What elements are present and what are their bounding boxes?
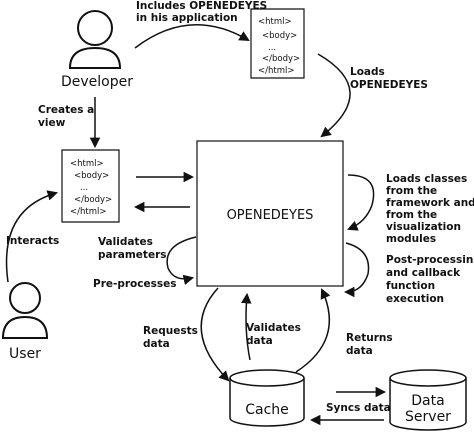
svg-text:...: ... (268, 43, 276, 53)
cache-label: Cache (245, 402, 289, 418)
data-server-store (389, 369, 467, 431)
svg-text:</html>: </html> (258, 66, 294, 76)
svg-text:<body>: <body> (262, 31, 297, 41)
label-returns-1: Returns (346, 332, 393, 344)
label-postproc-1: Post-processing (386, 254, 474, 266)
post-processing-arrow (343, 242, 370, 298)
svg-text:<body>: <body> (74, 171, 109, 181)
label-loads-classes-4: from the (386, 209, 437, 221)
label-requests-2: data (143, 338, 170, 350)
openedeyes-core-label: OPENEDEYES (227, 208, 314, 223)
label-validates-data-2: data (246, 335, 273, 347)
svg-text:</body>: </body> (74, 195, 112, 205)
html-document-top: <html> <body> ... </body> </html> (250, 8, 305, 79)
label-postproc-4: execution (386, 293, 444, 305)
label-loads-classes-5: visualization (386, 221, 461, 233)
svg-text:<html>: <html> (70, 159, 104, 169)
developer-icon (68, 10, 122, 69)
label-creates-line1: Creates a (38, 104, 94, 116)
label-includes-line1: Includes OPENEDEYES (136, 0, 267, 12)
label-postproc-3: function (386, 280, 435, 292)
svg-text:</body>: </body> (262, 54, 300, 64)
validates-parameters-arrow (166, 236, 197, 285)
requests-data-arrow (200, 287, 230, 382)
label-loads-classes-6: modules (386, 233, 436, 245)
interacts-arrow (5, 190, 59, 283)
label-interacts: Interacts (6, 235, 59, 247)
label-loads-classes-3: framework and (386, 197, 474, 209)
label-validates-params-1: Validates (98, 236, 153, 248)
validates-data-arrow (241, 292, 252, 361)
developer-label: Developer (61, 74, 133, 90)
label-validates-params-2: parameters (98, 249, 167, 261)
html-document-view: <html> <body> ... </body> </html> (61, 149, 120, 223)
includes-arrow (134, 24, 250, 49)
svg-text:<html>: <html> (258, 17, 292, 27)
svg-text:</html>: </html> (70, 207, 106, 217)
user-label: User (9, 346, 41, 362)
label-loads-line1: Loads (350, 66, 385, 78)
label-returns-2: data (346, 345, 373, 357)
label-loads-classes-1: Loads classes (386, 173, 467, 185)
loads-classes-arrow (347, 174, 375, 231)
data-server-label-line2: Server (405, 409, 451, 425)
label-requests-1: Requests (143, 325, 198, 337)
svg-text:...: ... (80, 183, 88, 193)
label-loads-classes-2: from the (386, 185, 437, 197)
data-server-label-line1: Data (411, 393, 444, 409)
label-syncs: Syncs data (326, 402, 391, 414)
label-postproc-2: and callback (386, 267, 461, 279)
openedeyes-core-box (196, 140, 344, 287)
loads-arrow (317, 53, 351, 138)
returns-data-arrow (295, 288, 331, 373)
label-validates-data-1: Validates (246, 322, 301, 334)
cache-store (229, 369, 305, 427)
label-creates-line2: view (38, 117, 66, 129)
label-preprocesses: Pre-processes (93, 278, 176, 290)
user-icon (1, 282, 49, 339)
label-includes-line2: in his application (136, 12, 238, 24)
label-loads-line2: OPENEDEYES (350, 79, 428, 91)
